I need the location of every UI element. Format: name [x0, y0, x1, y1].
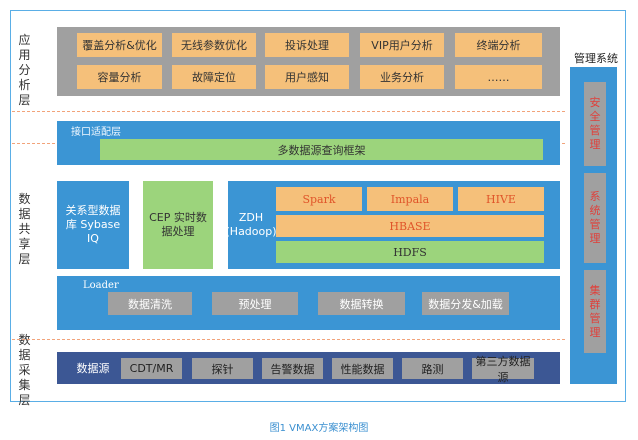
app-box-business[interactable]: 业务分析 — [360, 65, 444, 89]
app-box-capacity[interactable]: 容量分析 — [77, 65, 162, 89]
loader-step-distribute[interactable]: 数据分发&加载 — [422, 292, 509, 315]
mgmt-cluster[interactable]: 集群管理 — [584, 270, 606, 353]
source-alarm[interactable]: 告警数据 — [262, 358, 323, 379]
cep-box[interactable]: CEP 实时数据处理 — [143, 181, 213, 269]
layer-label-application: 应用分析层 — [18, 32, 32, 107]
figure-caption: 图1 VMAX方案架构图 — [269, 423, 369, 434]
separator-app-sharing — [12, 111, 565, 112]
app-box-vip[interactable]: VIP用户分析 — [360, 33, 444, 57]
source-drive-test[interactable]: 路测 — [402, 358, 463, 379]
hbase-box[interactable]: HBASE — [276, 215, 544, 237]
app-box-terminal[interactable]: 终端分析 — [455, 33, 542, 57]
app-box-wireless-params[interactable]: 无线参数优化 — [172, 33, 256, 57]
source-probe[interactable]: 探针 — [192, 358, 253, 379]
impala-box[interactable]: Impala — [367, 187, 453, 211]
zdh-label: ZDH (Hadoop) — [225, 211, 277, 238]
app-box-complaints[interactable]: 投诉处理 — [265, 33, 349, 57]
app-box-more[interactable]: …… — [455, 65, 542, 89]
loader-step-transform[interactable]: 数据转换 — [318, 292, 405, 315]
separator-sharing-collection — [12, 339, 565, 340]
interface-title: 接口适配层 — [71, 127, 121, 138]
mgmt-security[interactable]: 安全管理 — [584, 82, 606, 166]
data-source-title: 数据源 — [76, 362, 110, 375]
app-box-user-perception[interactable]: 用户感知 — [265, 65, 349, 89]
relational-db-box[interactable]: 关系型数据库 Sybase IQ — [57, 181, 129, 269]
source-performance[interactable]: 性能数据 — [332, 358, 393, 379]
source-third-party[interactable]: 第三方数据源 — [472, 355, 534, 384]
hdfs-box[interactable]: HDFS — [276, 241, 544, 263]
app-box-coverage[interactable]: 覆盖分析&优化 — [77, 33, 162, 57]
hive-box[interactable]: HIVE — [458, 187, 544, 211]
loader-step-preprocess[interactable]: 预处理 — [212, 292, 298, 315]
spark-box[interactable]: Spark — [276, 187, 362, 211]
source-cdt-mr[interactable]: CDT/MR — [121, 358, 182, 379]
multi-source-query-framework[interactable]: 多数据源查询框架 — [100, 139, 543, 160]
layer-label-sharing: 数据共享层 — [18, 191, 32, 266]
mgmt-system[interactable]: 系统管理 — [584, 173, 606, 263]
loader-title: Loader — [83, 280, 119, 291]
app-box-fault[interactable]: 故障定位 — [172, 65, 256, 89]
loader-step-cleaning[interactable]: 数据清洗 — [108, 292, 192, 315]
management-title: 管理系统 — [574, 52, 618, 65]
layer-label-collection: 数据采集层 — [18, 332, 32, 407]
